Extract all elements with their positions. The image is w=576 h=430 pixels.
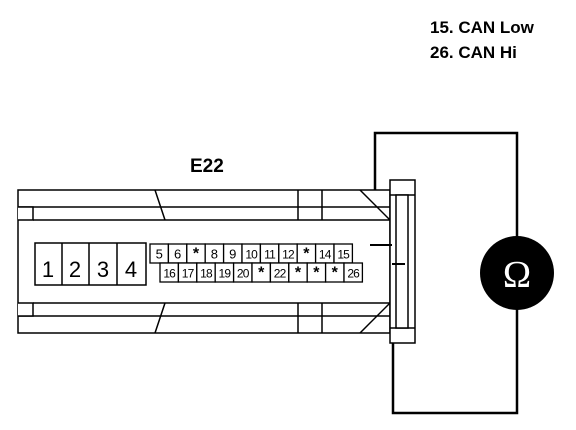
pin-17-label: 17 [182, 267, 195, 281]
pin-unused-label: * [313, 265, 320, 282]
pin-14-label: 14 [319, 248, 332, 262]
big-pin-labels: 1 2 3 4 [42, 257, 137, 282]
pin-4-label: 4 [125, 257, 137, 282]
pin-18-label: 18 [200, 267, 213, 281]
legend-can-low: 15. CAN Low [430, 18, 535, 37]
connector-label: E22 [190, 156, 224, 177]
pin-3-label: 3 [97, 257, 109, 282]
pin-6-label: 6 [174, 247, 181, 262]
pin-26-label: 26 [347, 267, 360, 281]
pin-unused-label: * [295, 265, 302, 282]
probe-tips [370, 244, 405, 265]
pin-15-label: 15 [337, 248, 350, 262]
ohmmeter-icon [480, 236, 554, 310]
pin-cell [343, 262, 364, 283]
pin-1-label: 1 [42, 257, 54, 282]
pin-unused-label: * [332, 265, 339, 282]
pin-20-label: 20 [237, 267, 250, 281]
pin-8-label: 8 [211, 247, 218, 262]
pin-11-label: 11 [264, 248, 276, 262]
ohm-symbol: Ω [503, 254, 531, 296]
legend-can-hi: 26. CAN Hi [430, 43, 517, 62]
pin-22-label: 22 [274, 267, 287, 281]
pin-12-label: 12 [282, 248, 295, 262]
pin-unused-label: * [193, 246, 200, 263]
pin-2-label: 2 [69, 257, 81, 282]
pin-19-label: 19 [219, 267, 232, 281]
pin-10-label: 10 [245, 248, 258, 262]
pin-unused-label: * [258, 265, 265, 282]
ohmmeter: Ω [480, 236, 554, 310]
pin-9-label: 9 [229, 247, 236, 262]
pin-16-label: 16 [163, 267, 176, 281]
pin-unused-label: * [303, 246, 310, 263]
pin-5-label: 5 [156, 247, 163, 262]
big-pins [34, 242, 147, 286]
